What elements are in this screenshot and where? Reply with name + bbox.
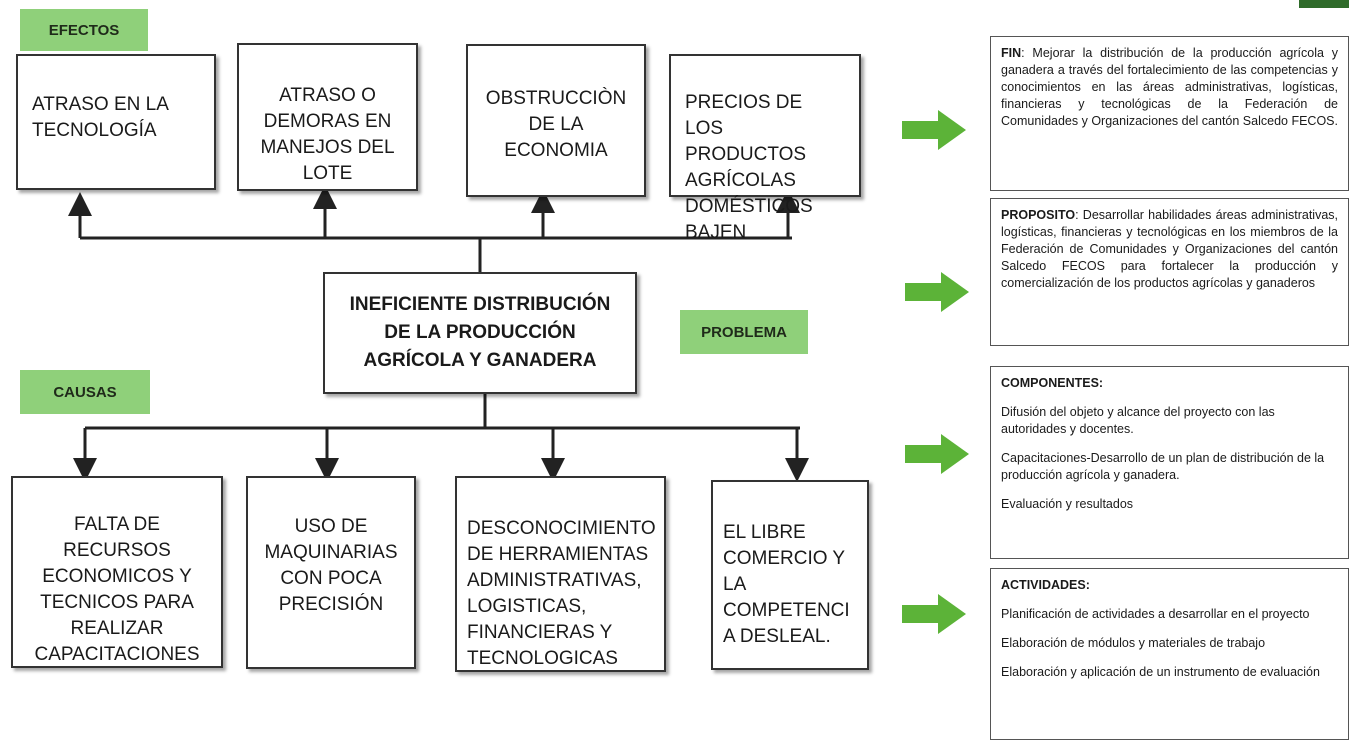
- effect-box-1: ATRASO EN LA TECNOLOGÍA: [16, 54, 216, 190]
- proposito-text: : Desarrollar habilidades áreas administ…: [1001, 208, 1338, 290]
- componentes-box: COMPONENTES: Difusión del objeto y alcan…: [990, 366, 1349, 559]
- effect-box-4: PRECIOS DE LOS PRODUCTOS AGRÍCOLAS DOMÉS…: [669, 54, 861, 243]
- effect-box-3: OBSTRUCCIÒN DE LA ECONOMIA: [466, 44, 646, 197]
- componente-item: Capacitaciones-Desarrollo de un plan de …: [1001, 451, 1325, 482]
- fin-box: FIN: Mejorar la distribución de la produ…: [990, 36, 1349, 191]
- fin-text: : Mejorar la distribución de la producci…: [1001, 46, 1338, 128]
- proposito-box: PROPOSITO: Desarrollar habilidades áreas…: [990, 198, 1349, 346]
- cause-box-4: EL LIBRE COMERCIO Y LA COMPETENCI A DESL…: [711, 480, 869, 670]
- cause-box-3: DESCONOCIMIENTO DE HERRAMIENTAS ADMINIST…: [455, 476, 666, 672]
- fin-heading: FIN: [1001, 46, 1022, 60]
- cause-text: FALTA DE RECURSOS ECONOMICOS Y TECNICOS …: [34, 514, 200, 665]
- causas-tag: CAUSAS: [20, 370, 150, 414]
- actividad-item: Elaboración y aplicación de un instrumen…: [1001, 665, 1320, 679]
- right-arrow-icon: [902, 110, 966, 150]
- cause-text: EL LIBRE COMERCIO Y LA COMPETENCI A DESL…: [723, 522, 850, 647]
- logo-fragment: [1299, 0, 1349, 8]
- effect-text: OBSTRUCCIÒN DE LA ECONOMIA: [485, 88, 627, 161]
- effect-text: ATRASO EN LA TECNOLOGÍA: [32, 94, 169, 141]
- problema-tag: PROBLEMA: [680, 310, 808, 354]
- cause-text: DESCONOCIMIENTO DE HERRAMIENTAS ADMINIST…: [467, 518, 656, 669]
- componente-item: Difusión del objeto y alcance del proyec…: [1001, 405, 1275, 436]
- proposito-heading: PROPOSITO: [1001, 208, 1076, 222]
- problem-box: INEFICIENTE DISTRIBUCIÓN DE LA PRODUCCIÓ…: [323, 272, 637, 394]
- effect-text: PRECIOS DE LOS PRODUCTOS AGRÍCOLAS DOMÉS…: [685, 92, 813, 243]
- right-arrow-icon: [905, 272, 969, 312]
- actividades-box: ACTIVIDADES: Planificación de actividade…: [990, 568, 1349, 740]
- right-arrow-icon: [902, 594, 966, 634]
- cause-box-2: USO DE MAQUINARIAS CON POCA PRECISIÓN: [246, 476, 416, 669]
- effect-box-2: ATRASO O DEMORAS EN MANEJOS DEL LOTE: [237, 43, 418, 191]
- componente-item: Evaluación y resultados: [1001, 497, 1134, 511]
- actividad-item: Planificación de actividades a desarroll…: [1001, 607, 1310, 621]
- actividad-item: Elaboración de módulos y materiales de t…: [1001, 636, 1266, 650]
- right-arrow-icon: [905, 434, 969, 474]
- componentes-heading: COMPONENTES:: [1001, 376, 1104, 390]
- cause-text: USO DE MAQUINARIAS CON POCA PRECISIÓN: [264, 516, 398, 615]
- cause-box-1: FALTA DE RECURSOS ECONOMICOS Y TECNICOS …: [11, 476, 223, 668]
- effect-text: ATRASO O DEMORAS EN MANEJOS DEL LOTE: [260, 85, 395, 184]
- efectos-tag: EFECTOS: [20, 9, 148, 51]
- actividades-heading: ACTIVIDADES:: [1001, 578, 1090, 592]
